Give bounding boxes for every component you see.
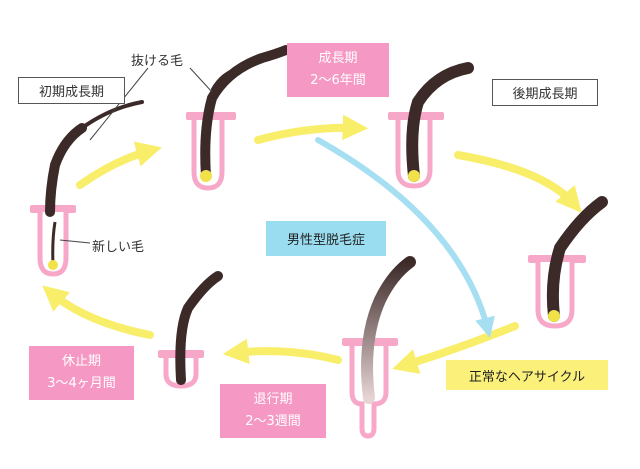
arrow-anagen-to-late bbox=[254, 114, 369, 144]
label-catagen: 退行期 2〜3週間 bbox=[220, 384, 326, 438]
follicle-mature bbox=[528, 196, 608, 329]
label-anagen: 成長期 2〜6年間 bbox=[287, 43, 389, 97]
follicle-late-anagen bbox=[388, 62, 474, 189]
label-late-anagen-text: 後期成長期 bbox=[512, 87, 578, 102]
leader-shedding-left bbox=[89, 67, 149, 141]
annotation-lines bbox=[59, 67, 213, 244]
label-catagen-duration: 2〜3週間 bbox=[245, 414, 301, 429]
label-anagen-duration: 2〜6年間 bbox=[310, 73, 366, 88]
label-early-anagen: 初期成長期 bbox=[18, 77, 125, 104]
follicle-anagen bbox=[186, 45, 291, 191]
label-late-anagen: 後期成長期 bbox=[492, 79, 598, 106]
follicle-early-anagen bbox=[30, 100, 144, 277]
label-anagen-title: 成長期 bbox=[318, 51, 358, 66]
baldness-arrow bbox=[315, 137, 495, 338]
label-early-anagen-text: 初期成長期 bbox=[38, 85, 104, 100]
label-male-pattern-baldness: 男性型脱毛症 bbox=[266, 221, 386, 256]
arrow-early-to-anagen bbox=[76, 141, 162, 189]
follicle-catagen bbox=[342, 256, 416, 439]
arrow-catagen-to-telogen bbox=[222, 338, 342, 365]
arrow-late-to-next bbox=[454, 151, 582, 213]
label-male-pattern-baldness-text: 男性型脱毛症 bbox=[286, 233, 365, 248]
leader-shedding-right bbox=[189, 67, 213, 93]
label-telogen: 休止期 3〜4ヶ月間 bbox=[29, 346, 134, 400]
label-normal-hair-cycle: 正常なヘアサイクル bbox=[446, 360, 608, 390]
arrow-telogen-to-early bbox=[42, 285, 154, 339]
label-telogen-duration: 3〜4ヶ月間 bbox=[47, 376, 116, 391]
arrow-to-catagen bbox=[392, 322, 519, 374]
follicle-telogen bbox=[158, 271, 223, 389]
label-normal-hair-cycle-text: 正常なヘアサイクル bbox=[468, 369, 586, 385]
cycle-arrows bbox=[42, 114, 582, 374]
annotation-new-hair: 新しい毛 bbox=[92, 240, 145, 255]
label-catagen-title: 退行期 bbox=[253, 392, 293, 407]
leader-new-hair bbox=[59, 239, 91, 244]
annotation-shedding-hair: 抜ける毛 bbox=[131, 54, 184, 69]
label-telogen-title: 休止期 bbox=[61, 354, 101, 369]
